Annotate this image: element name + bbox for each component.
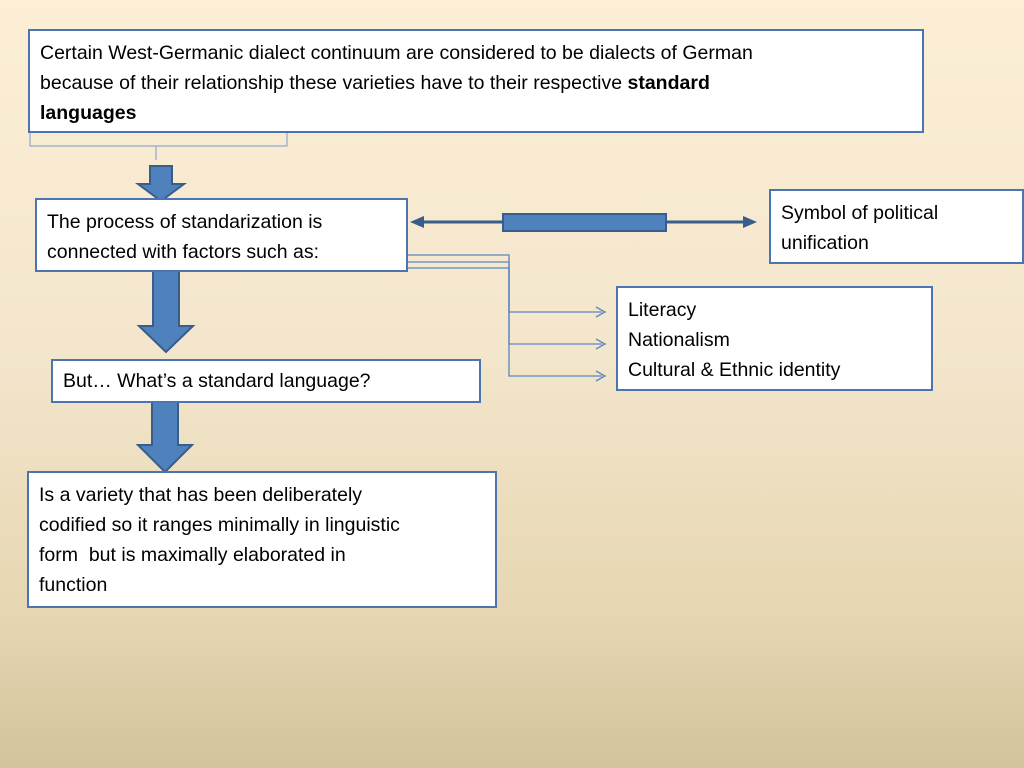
down-arrow-1 bbox=[134, 165, 188, 203]
definition-line-3: form but is maximally elaborated in bbox=[39, 544, 346, 566]
factor-item-nationalism: Nationalism bbox=[628, 329, 730, 351]
intro-line-2: because of their relationship these vari… bbox=[40, 68, 912, 98]
definition-line-1: Is a variety that has been deliberately bbox=[39, 484, 363, 506]
factor-item-identity: Cultural & Ethnic identity bbox=[628, 359, 841, 381]
intro-line-1: Certain West-Germanic dialect continuum … bbox=[40, 42, 753, 64]
intro-line-3: languages bbox=[40, 98, 912, 128]
factor-connectors bbox=[408, 254, 607, 382]
definition-line-4: function bbox=[39, 574, 108, 596]
symbol-box: Symbol of political unification bbox=[769, 189, 1024, 264]
definition-box: Is a variety that has been deliberately … bbox=[27, 471, 497, 608]
intro-line-2-plain: because of their relationship these vari… bbox=[40, 72, 628, 94]
question-box: But… What’s a standard language? bbox=[51, 359, 481, 403]
factors-box: Literacy Nationalism Cultural & Ethnic i… bbox=[616, 286, 933, 391]
process-line-2: connected with factors such as: bbox=[47, 241, 320, 263]
process-box: The process of standarization is connect… bbox=[35, 198, 408, 272]
down-arrow-3 bbox=[135, 399, 195, 474]
question-text: But… What’s a standard language? bbox=[63, 370, 371, 392]
intro-line-3-bold: languages bbox=[40, 102, 137, 124]
factor-item-literacy: Literacy bbox=[628, 299, 697, 321]
brace bbox=[29, 128, 288, 160]
intro-line-2-bold: standard bbox=[627, 72, 710, 94]
double-arrow bbox=[410, 213, 757, 232]
down-arrow-2 bbox=[136, 269, 196, 354]
symbol-line-1: Symbol of political bbox=[781, 202, 939, 224]
intro-box: Certain West-Germanic dialect continuum … bbox=[28, 29, 924, 133]
process-line-1: The process of standarization is bbox=[47, 211, 323, 233]
definition-line-2: codified so it ranges minimally in lingu… bbox=[39, 514, 400, 536]
symbol-line-2: unification bbox=[781, 232, 869, 254]
